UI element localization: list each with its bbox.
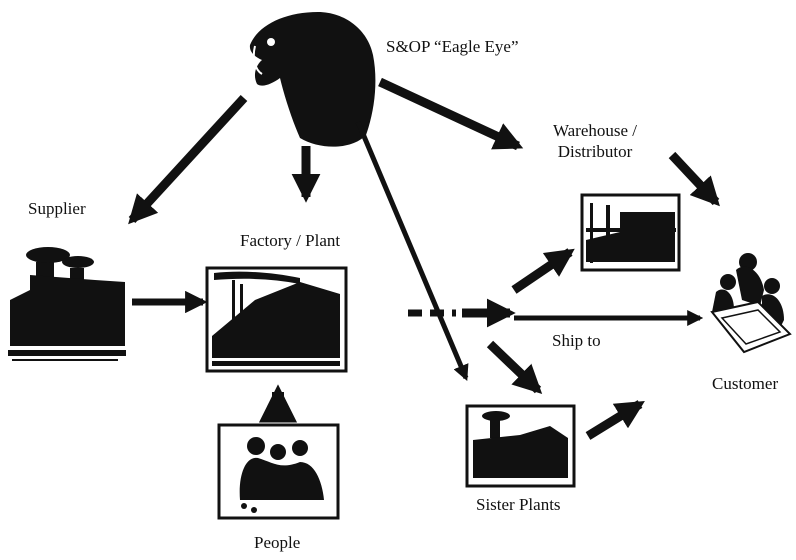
label-warehouse-line1: Warehouse /: [552, 121, 638, 140]
label-ship-to: Ship to: [552, 331, 601, 350]
label-eagle-eye: S&OP “Eagle Eye”: [386, 37, 519, 56]
supplier-factory-icon: [8, 247, 126, 361]
sister-plant-icon: [465, 404, 576, 488]
label-supplier: Supplier: [28, 199, 86, 218]
label-warehouse-distributor: Warehouse / Distributor: [540, 120, 650, 163]
arrow-eagle-to-sister-plants: [355, 121, 469, 381]
factory-plant-icon: [205, 266, 348, 373]
people-meeting-icon: [217, 423, 340, 520]
warehouse-icon: [580, 193, 681, 272]
label-factory-plant: Factory / Plant: [240, 231, 341, 250]
arrow-eagle-to-supplier: [128, 94, 248, 225]
label-warehouse-line2: Distributor: [557, 142, 633, 162]
label-sister-plants: Sister Plants: [476, 495, 561, 514]
label-customer: Customer: [712, 374, 779, 393]
label-people: People: [254, 533, 301, 552]
arrow-warehouse-to-customer: [668, 151, 720, 207]
arrow-sister-plants-to-customer: [585, 400, 645, 440]
eagle-head-icon: [249, 12, 376, 147]
arrow-to-warehouse: [511, 248, 575, 294]
arrow-to-sister-plants: [486, 340, 543, 394]
customer-meeting-icon: [710, 253, 792, 354]
arrows: [128, 77, 720, 440]
arrow-eagle-to-warehouse: [378, 77, 524, 151]
